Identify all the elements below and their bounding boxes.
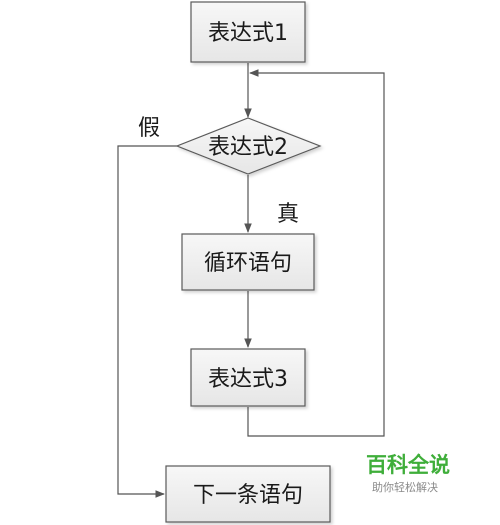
- connectors: [117, 63, 385, 498]
- node-expr2-label: 表达式2: [208, 135, 288, 160]
- node-expr2-decision: 表达式2: [175, 117, 322, 175]
- watermark-title: 百科全说: [366, 453, 450, 477]
- node-next-statement-label: 下一条语句: [193, 483, 303, 508]
- false-branch-label: 假: [138, 116, 160, 141]
- node-expr3: 表达式3: [190, 348, 306, 407]
- watermark: 百科全说 助你轻松解决: [366, 453, 450, 494]
- node-loop-body: 循环语句: [181, 233, 315, 291]
- node-expr1-label: 表达式1: [208, 21, 288, 46]
- loop-back-line: [247, 69, 385, 437]
- watermark-subtitle: 助你轻松解决: [372, 480, 438, 494]
- true-branch-label: 真: [277, 202, 299, 227]
- node-expr1: 表达式1: [190, 1, 306, 63]
- node-loop-body-label: 循环语句: [204, 251, 292, 276]
- arrow-expr2-false-to-next: [117, 145, 177, 498]
- node-next-statement: 下一条语句: [165, 465, 331, 523]
- node-expr3-label: 表达式3: [208, 367, 288, 392]
